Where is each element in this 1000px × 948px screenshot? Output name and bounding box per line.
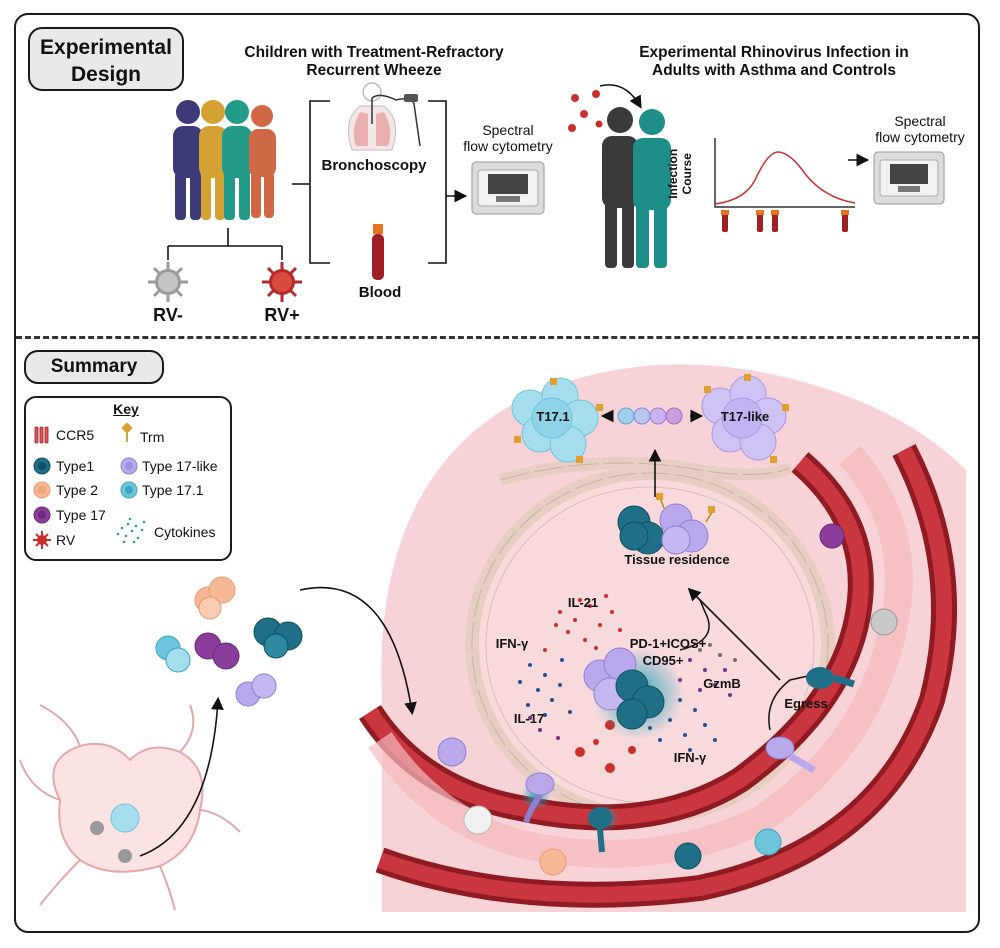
key-trm-label: Trm <box>140 429 165 445</box>
adults-title-line1: Experimental Rhinovirus Infection in <box>639 44 909 61</box>
adults-title-line2: Adults with Asthma and Controls <box>652 61 896 79</box>
rv-icon <box>33 531 51 549</box>
infection-course-plot <box>714 138 856 232</box>
key-cytokines-label: Cytokines <box>154 524 216 540</box>
children-title-line1: Children with Treatment-Refractory <box>244 44 504 61</box>
experimental-design-label: Experimental Design <box>28 27 184 91</box>
type17-icon <box>33 506 51 524</box>
gzmb-label: GzmB <box>703 676 741 691</box>
rv-negative-virus-icon <box>148 262 188 302</box>
spectral-flow-label-1: Spectral flow cytometry <box>446 122 570 154</box>
spectral-flow-2-line1: Spectral <box>894 113 946 129</box>
type2-icon <box>33 481 51 499</box>
key-legend: Key CCR5 Trm Type1 Type 17-like Type 2 T… <box>24 396 232 561</box>
spectral-flow-label-2: Spectral flow cytometry <box>864 113 976 145</box>
blood-tube-icon <box>372 224 384 280</box>
infection-course-line2: Course <box>680 153 694 195</box>
circulating-cells <box>155 576 303 707</box>
key-type2-label: Type 2 <box>56 482 99 498</box>
migrating-cells <box>523 667 856 853</box>
ifn-gamma-bottom-label: IFN-γ <box>673 750 707 765</box>
spectral-flow-1-line2: flow cytometry <box>463 138 553 155</box>
egress-label: Egress <box>784 696 828 711</box>
t17-like-label: T17-like <box>720 409 770 424</box>
figure-frame <box>14 13 980 933</box>
rv-negative-label: RV- <box>153 305 183 325</box>
t17-spectrum <box>617 407 683 425</box>
t17-1-cluster <box>511 377 603 463</box>
infection-course-line1: Infection <box>666 148 681 199</box>
blood-vessel <box>359 444 958 908</box>
children-group-figures <box>173 100 276 220</box>
key-type17-like-label: Type 17-like <box>142 458 218 474</box>
infection-course-label: Infection Course <box>666 139 695 209</box>
t17-like-cluster <box>701 374 789 463</box>
vessel-cells <box>437 523 898 876</box>
tissue-residence-label: Tissue residence <box>624 552 730 567</box>
blood-label: Blood <box>358 284 402 301</box>
central-cell-cluster <box>583 647 665 730</box>
cytokines-icon <box>116 517 146 544</box>
bronchoscopy-label: Bronchoscopy <box>321 157 427 174</box>
summary-label: Summary <box>24 350 164 384</box>
children-title: Children with Treatment-Refractory Recur… <box>204 44 544 80</box>
ifn-gamma-left-label: IFN-γ <box>495 636 529 651</box>
pd1-icos-label: PD-1+ICOS+ <box>629 636 707 651</box>
type17-1-icon <box>120 481 138 499</box>
rv-positive-label: RV+ <box>264 305 300 325</box>
type1-icon <box>33 457 51 475</box>
t17-1-label: T17.1 <box>536 409 570 424</box>
rv-positive-virus-icon <box>262 262 302 302</box>
spectral-flow-1-line1: Spectral <box>482 122 534 138</box>
key-type1-label: Type1 <box>56 458 95 474</box>
experimental-design-line2: Design <box>70 63 141 86</box>
key-type17-1-label: Type 17.1 <box>142 482 204 498</box>
type17-like-icon <box>120 457 138 475</box>
ccr5-icon <box>34 426 49 444</box>
adult-figures-icon <box>602 107 671 268</box>
il21-label: IL-21 <box>567 595 599 610</box>
key-ccr5-label: CCR5 <box>56 427 95 443</box>
flow-cytometer-icon-2 <box>873 151 945 205</box>
lungs-bronchoscope-icon <box>347 82 421 151</box>
key-title: Key <box>113 401 139 417</box>
cd95-label: CD95+ <box>642 653 684 668</box>
trm-icon <box>121 422 133 442</box>
tissue-residence-cluster <box>617 493 715 555</box>
section-divider <box>16 336 978 339</box>
key-type17-label: Type 17 <box>56 507 106 523</box>
lymph-node <box>19 704 241 911</box>
adults-title: Experimental Rhinovirus Infection in Adu… <box>594 44 954 80</box>
children-title-line2: Recurrent Wheeze <box>306 61 442 79</box>
spectral-flow-2-line2: flow cytometry <box>875 129 965 146</box>
experimental-design-line1: Experimental <box>40 36 172 59</box>
il17-label: IL-17 <box>513 711 545 726</box>
flow-cytometer-icon-1 <box>471 161 545 215</box>
virus-cluster-icon <box>568 90 603 132</box>
key-rv-label: RV <box>56 532 76 548</box>
